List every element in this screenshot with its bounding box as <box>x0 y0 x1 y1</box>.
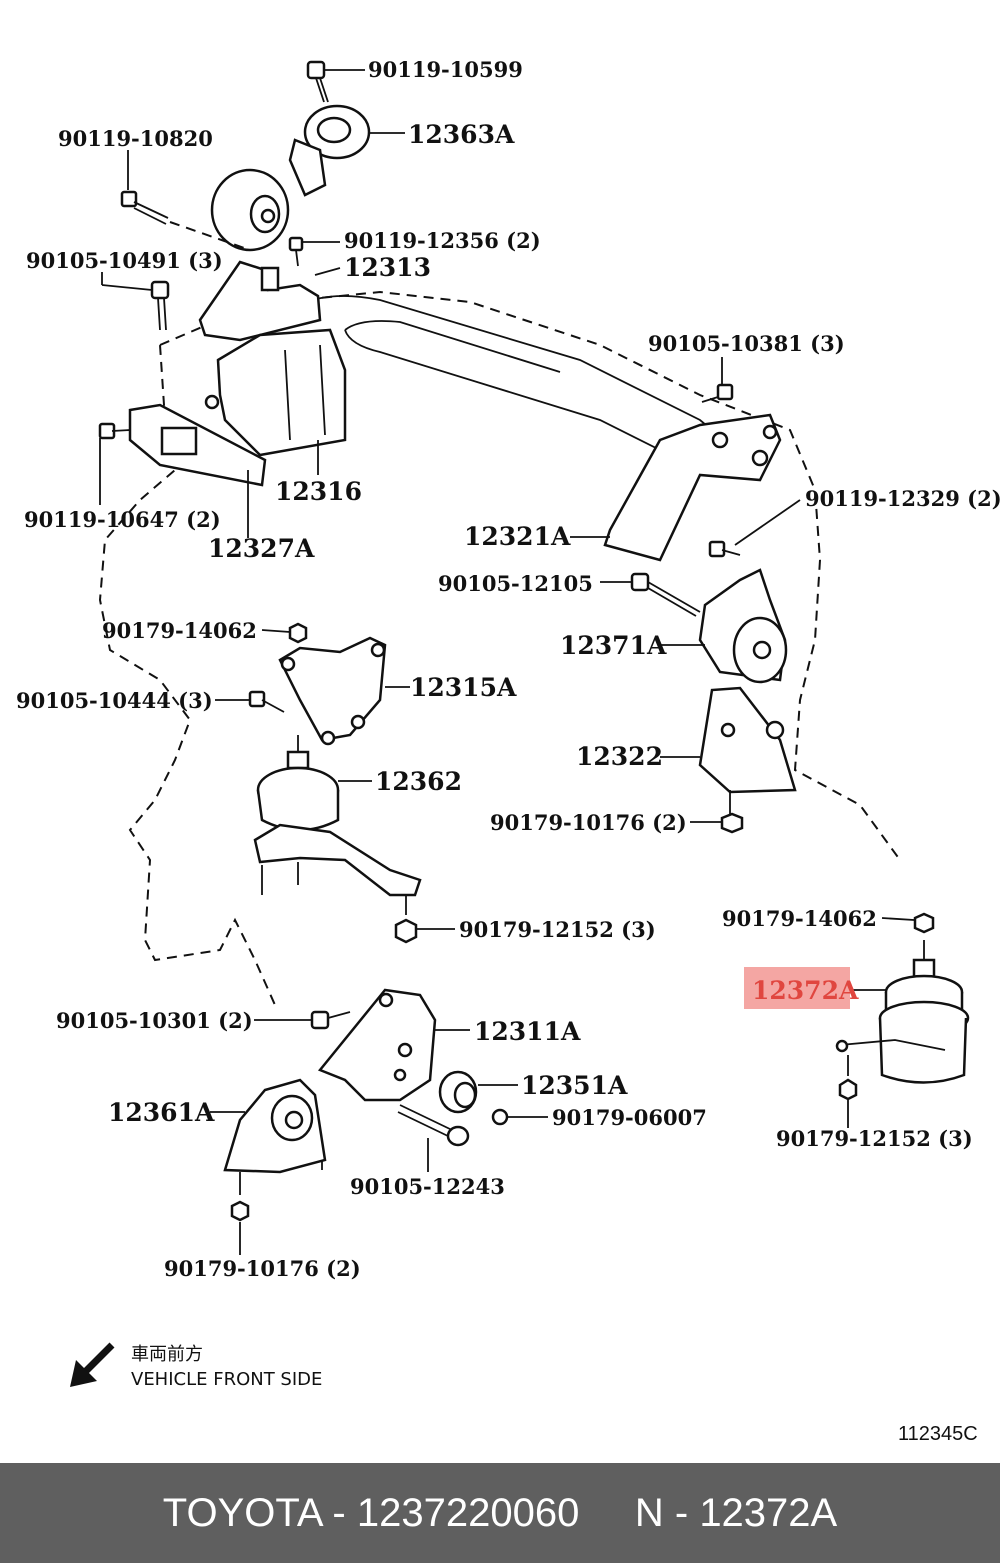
label-90179-10176-right: 90179-10176 (2) <box>490 810 687 835</box>
part-12321A <box>603 413 782 562</box>
label-90119-10820: 90119-10820 <box>58 126 213 151</box>
figure-code: 112345C <box>898 1423 978 1445</box>
label-12322: 12322 <box>576 742 663 771</box>
label-12361A: 12361A <box>108 1098 215 1127</box>
part-12316 <box>204 328 347 457</box>
bolt-90119-12356 <box>288 236 304 267</box>
part-12372A <box>835 912 970 1101</box>
part-12322 <box>698 686 797 794</box>
bolt-90119-12329 <box>708 540 741 558</box>
label-90105-10444: 90105-10444 (3) <box>16 688 213 713</box>
label-90105-10381: 90105-10381 (3) <box>648 331 845 356</box>
bolt-90105-10301 <box>310 1010 351 1030</box>
highlight-box <box>744 967 850 1009</box>
engine-mount-diagram: 90119-10599 12363A 90119-10820 90119-123… <box>16 57 1000 1445</box>
nut-90179-10176-right <box>720 790 744 834</box>
bolt-90105-12105 <box>630 572 701 617</box>
direction-label-jp: 車両前方 <box>131 1344 203 1365</box>
label-90119-10647: 90119-10647 (2) <box>24 507 221 532</box>
bolt-90119-10820 <box>120 190 251 251</box>
label-90105-12105: 90105-12105 <box>438 571 593 596</box>
label-90179-14062-left: 90179-14062 <box>102 618 257 643</box>
label-90179-14062-right: 90179-14062 <box>722 906 877 931</box>
bolt-90105-10491 <box>150 280 170 331</box>
part-12351A <box>438 1070 478 1114</box>
part-12313 <box>198 260 322 342</box>
label-90179-12152-left: 90179-12152 (3) <box>459 917 656 942</box>
nut-90179-06007 <box>491 1108 509 1126</box>
label-90179-06007: 90179-06007 <box>552 1105 707 1130</box>
nut-90179-12152-left <box>394 918 418 944</box>
footer-bar: TOYOTA - 1237220060 N - 12372A <box>0 1463 1000 1563</box>
label-90119-10599: 90119-10599 <box>368 57 523 82</box>
bolt-90119-10599 <box>306 60 329 103</box>
label-90119-12329: 90119-12329 (2) <box>805 486 1000 511</box>
label-90179-12152-right: 90179-12152 (3) <box>776 1126 973 1151</box>
label-12362: 12362 <box>375 767 462 796</box>
nut-90179-10176-left <box>230 1200 250 1222</box>
label-90105-10301: 90105-10301 (2) <box>56 1008 253 1033</box>
bolt-90105-12243 <box>397 1104 470 1147</box>
label-90119-12356: 90119-12356 (2) <box>344 228 541 253</box>
footer-text: TOYOTA - 1237220060 N - 12372A <box>162 1490 838 1535</box>
label-12327A: 12327A <box>208 534 315 563</box>
label-90105-12243: 90105-12243 <box>350 1174 505 1199</box>
part-12315A <box>278 636 387 746</box>
label-12371A: 12371A <box>560 631 667 660</box>
leader-lines <box>99 69 915 1255</box>
bolt-90119-10647 <box>98 422 131 440</box>
label-90105-10491: 90105-10491 (3) <box>26 248 223 273</box>
bolt-90105-10444 <box>248 690 285 713</box>
direction-label-en: VEHICLE FRONT SIDE <box>131 1369 322 1390</box>
nut-90179-14062-left <box>288 622 308 644</box>
label-12316: 12316 <box>275 477 362 506</box>
label-12315A: 12315A <box>410 673 517 702</box>
part-12327A <box>128 403 267 487</box>
arrow-icon <box>70 1342 115 1387</box>
part-12362 <box>253 735 422 915</box>
part-12371A <box>698 568 788 684</box>
part-12363A <box>210 104 371 252</box>
part-12311A <box>317 988 437 1102</box>
part-12361A <box>223 1078 327 1195</box>
label-12321A: 12321A <box>464 522 571 551</box>
label-90179-10176-left: 90179-10176 (2) <box>164 1256 361 1281</box>
label-12351A: 12351A <box>521 1071 628 1100</box>
label-12311A: 12311A <box>474 1017 581 1046</box>
label-12363A: 12363A <box>408 120 515 149</box>
bolt-90105-10381 <box>701 383 734 403</box>
label-12372A: 12372A <box>752 976 859 1005</box>
label-12313: 12313 <box>344 253 431 282</box>
